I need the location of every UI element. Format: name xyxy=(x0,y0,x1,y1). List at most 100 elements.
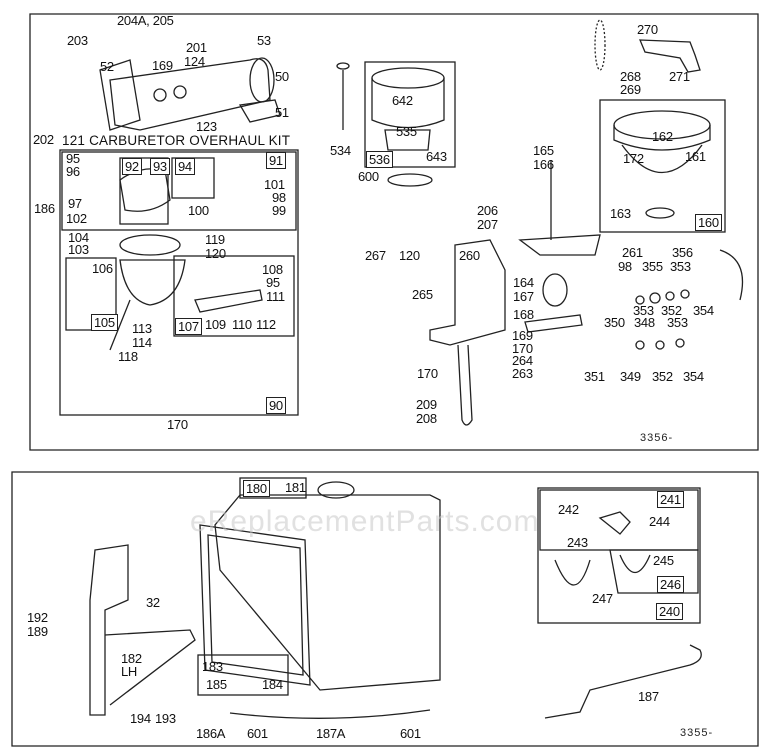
callout-108[interactable]: 108 xyxy=(262,262,283,277)
callout-535[interactable]: 535 xyxy=(396,124,417,139)
callout-263[interactable]: 263 xyxy=(512,366,533,381)
callout-105[interactable]: 105 xyxy=(91,314,118,331)
callout-183[interactable]: 183 xyxy=(202,659,223,674)
callout-271[interactable]: 271 xyxy=(669,69,690,84)
callout-243[interactable]: 243 xyxy=(567,535,588,550)
callout-104[interactable]: 104 xyxy=(68,230,89,245)
callout-109[interactable]: 109 xyxy=(205,317,226,332)
callout-113[interactable]: 113 xyxy=(132,321,152,336)
callout-118[interactable]: 118 xyxy=(118,349,138,364)
callout-169[interactable]: 169 xyxy=(152,58,173,73)
callout-92[interactable]: 92 xyxy=(122,158,142,175)
callout-203[interactable]: 203 xyxy=(67,33,88,48)
callout-32[interactable]: 32 xyxy=(146,595,160,610)
callout-90[interactable]: 90 xyxy=(266,397,286,414)
callout-161[interactable]: 161 xyxy=(685,149,706,164)
callout-180[interactable]: 180 xyxy=(243,480,270,497)
callout-93[interactable]: 93 xyxy=(150,158,170,175)
callout-102[interactable]: 102 xyxy=(66,211,87,226)
callout-245[interactable]: 245 xyxy=(653,553,674,568)
callout-182-side[interactable]: LH xyxy=(121,664,138,679)
callout-246[interactable]: 246 xyxy=(657,576,684,593)
callout-601[interactable]: 601 xyxy=(247,726,268,741)
callout-354b[interactable]: 354 xyxy=(683,369,704,384)
callout-170c[interactable]: 170 xyxy=(417,366,438,381)
callout-351[interactable]: 351 xyxy=(584,369,605,384)
callout-350[interactable]: 350 xyxy=(604,315,625,330)
callout-166[interactable]: 166 xyxy=(533,157,554,172)
callout-536[interactable]: 536 xyxy=(366,151,393,168)
callout-193[interactable]: 193 xyxy=(155,711,176,726)
callout-206[interactable]: 206 xyxy=(477,203,498,218)
callout-52[interactable]: 52 xyxy=(100,59,114,74)
callout-186A[interactable]: 186A xyxy=(196,726,226,741)
callout-348[interactable]: 348 xyxy=(634,315,655,330)
callout-601b[interactable]: 601 xyxy=(400,726,421,741)
callout-189[interactable]: 189 xyxy=(27,624,48,639)
callout-53[interactable]: 53 xyxy=(257,33,271,48)
callout-267[interactable]: 267 xyxy=(365,248,386,263)
callout-99[interactable]: 99 xyxy=(272,203,286,218)
callout-169b[interactable]: 169 xyxy=(512,328,533,343)
callout-261[interactable]: 261 xyxy=(622,245,643,260)
callout-264[interactable]: 264 xyxy=(512,353,533,368)
callout-164[interactable]: 164 xyxy=(513,275,534,290)
callout-120[interactable]: 120 xyxy=(205,246,226,261)
callout-167[interactable]: 167 xyxy=(513,289,534,304)
callout-353c[interactable]: 353 xyxy=(667,315,688,330)
callout-192[interactable]: 192 xyxy=(27,610,48,625)
callout-240[interactable]: 240 xyxy=(656,603,683,620)
callout-207[interactable]: 207 xyxy=(477,217,498,232)
callout-356[interactable]: 356 xyxy=(672,245,693,260)
callout-107[interactable]: 107 xyxy=(175,318,202,335)
callout-162[interactable]: 162 xyxy=(652,129,673,144)
callout-168[interactable]: 168 xyxy=(513,307,534,322)
callout-124[interactable]: 124 xyxy=(184,54,205,69)
callout-106[interactable]: 106 xyxy=(92,261,113,276)
callout-270[interactable]: 270 xyxy=(637,22,658,37)
callout-202[interactable]: 202 xyxy=(33,132,54,147)
callout-123[interactable]: 123 xyxy=(196,119,217,134)
callout-643[interactable]: 643 xyxy=(426,149,447,164)
callout-186[interactable]: 186 xyxy=(34,201,55,216)
callout-352b[interactable]: 352 xyxy=(652,369,673,384)
callout-170[interactable]: 170 xyxy=(167,417,188,432)
callout-50[interactable]: 50 xyxy=(275,69,289,84)
callout-353[interactable]: 353 xyxy=(670,259,691,274)
callout-354[interactable]: 354 xyxy=(693,303,714,318)
callout-642[interactable]: 642 xyxy=(392,93,413,108)
callout-96[interactable]: 96 xyxy=(66,164,80,179)
callout-187A[interactable]: 187A xyxy=(316,726,346,741)
callout-51[interactable]: 51 xyxy=(275,105,289,120)
callout-242[interactable]: 242 xyxy=(558,502,579,517)
callout-112[interactable]: 112 xyxy=(256,317,276,332)
callout-355[interactable]: 355 xyxy=(642,259,663,274)
callout-185[interactable]: 185 xyxy=(206,677,227,692)
callout-91[interactable]: 91 xyxy=(266,152,286,169)
callout-95[interactable]: 95 xyxy=(66,151,80,166)
callout-182[interactable]: 182 xyxy=(121,651,142,666)
callout-94[interactable]: 94 xyxy=(175,158,195,175)
callout-114[interactable]: 114 xyxy=(132,335,152,350)
callout-119[interactable]: 119 xyxy=(205,232,225,247)
callout-160[interactable]: 160 xyxy=(695,214,722,231)
callout-241[interactable]: 241 xyxy=(657,491,684,508)
callout-244[interactable]: 244 xyxy=(649,514,670,529)
callout-97[interactable]: 97 xyxy=(68,196,82,211)
callout-353b[interactable]: 353 xyxy=(633,303,654,318)
callout-184[interactable]: 184 xyxy=(262,677,283,692)
callout-172[interactable]: 172 xyxy=(623,151,644,166)
callout-194[interactable]: 194 xyxy=(130,711,151,726)
callout-209[interactable]: 209 xyxy=(416,397,437,412)
callout-208[interactable]: 208 xyxy=(416,411,437,426)
callout-204A-205[interactable]: 204A, 205 xyxy=(117,13,174,28)
callout-120b[interactable]: 120 xyxy=(399,248,420,263)
callout-600[interactable]: 600 xyxy=(358,169,379,184)
callout-265[interactable]: 265 xyxy=(412,287,433,302)
callout-170b[interactable]: 170 xyxy=(512,341,533,356)
callout-349[interactable]: 349 xyxy=(620,369,641,384)
callout-534[interactable]: 534 xyxy=(330,143,351,158)
callout-201[interactable]: 201 xyxy=(186,40,207,55)
callout-181[interactable]: 181 xyxy=(285,480,306,495)
callout-269[interactable]: 269 xyxy=(620,82,641,97)
